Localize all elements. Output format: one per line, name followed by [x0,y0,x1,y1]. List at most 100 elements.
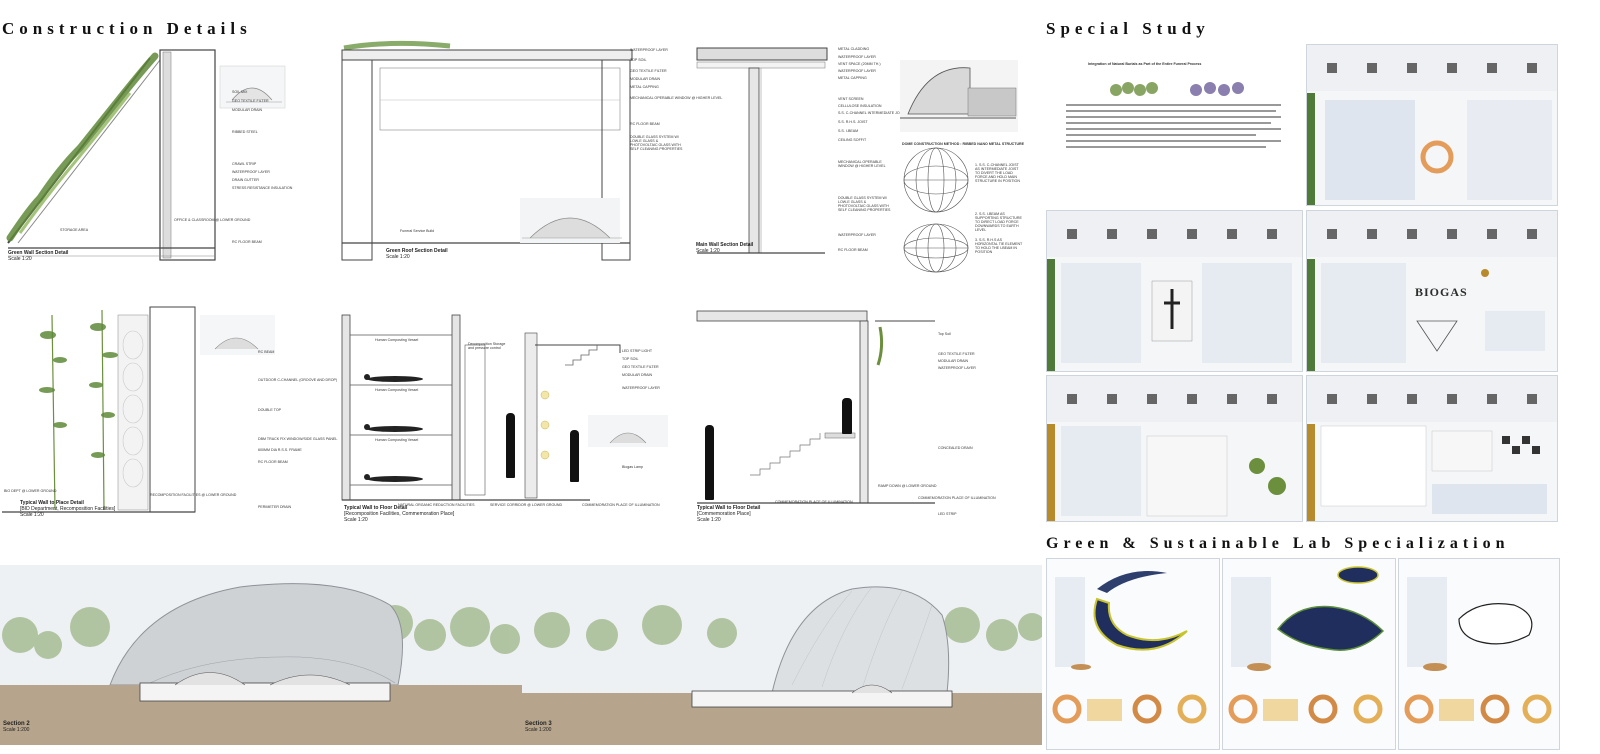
wall-to-floor-2-panel [695,305,1025,530]
wall-floor-2-subtitle: [Commemoration Place] [697,511,751,517]
wall-floor-2-label-5: CONCEALED DRAIN [938,446,973,450]
wall-place-scale: Scale 1:20 [20,512,44,518]
main-wall-label-6: VENT SCREEN [838,97,864,101]
main-wall-label-1: METAL CLADDING [838,47,870,51]
wall-floor-2-label-2: GEO TEXTILE FILTER [938,352,975,356]
board-side-strip [1047,259,1055,371]
wall-floor-2-area-3: COMMEMORATION PLACE OF ILLUMINATION [918,496,996,500]
wall-floor-2-title: Typical Wall to Floor Detail [697,505,761,511]
green-wall-label-5: CRAWL STRIP [232,162,257,166]
seated-person-silhouette [842,398,852,434]
green-wall-label-2: GEO TEXTILE FILTER [232,99,269,103]
green-wall-label-8: STRESS RESISTANCE INSULATION [232,186,293,190]
vessel-label-2: Human Composting Vessel [375,388,419,392]
dome-method: DOME CONSTRUCTION METHOD : RIBBED NANO M… [902,142,1025,146]
green-roof-label-5: METAL CAPPING [630,85,659,89]
lab-panel-1-graphics [1052,571,1207,724]
intro-board-title: Integration of Natural Burials as Part o… [1088,62,1202,66]
dome-note-1: 1. S.S. C-CHANNEL JOIST AS INTERMEDIATE … [975,163,1020,183]
wall-floor-2-label-4: WATERPROOF LAYER [938,366,976,370]
main-wall-detail-panel [695,38,895,268]
board-side-strip [1307,93,1315,205]
main-wall-label-13: DOUBLE GLASS SYSTEM W/ LOW-E GLASS & PHO… [838,196,891,212]
wall-floor-1-area-1: NATURAL ORGANIC REDUCTION FACILITIES [398,503,475,507]
board-side-strip [1307,259,1315,371]
green-roof-label-1: WATERPROOF LAYER [630,48,668,52]
section-2-panel [0,565,522,745]
green-wall-label-4: RIBBED STEEL [232,130,258,134]
process-header [1307,45,1557,91]
special-study-board-4: BIOGAS [1306,210,1558,372]
biogas-logo: BIOGAS [1415,285,1468,299]
wall-floor-2-area-1: COMMEMORATION PLACE OF ILLUMINATION [775,500,853,504]
process-header [1047,211,1302,257]
lab-panel-1 [1046,558,1220,750]
green-roof-label-4: MODULAR DRAIN [630,77,661,81]
board-side-strip [1307,424,1315,521]
wall-place-label-7: PERIMETER DRAIN [258,505,292,509]
green-roof-area: Funeral Service Build [400,229,435,233]
wall-floor-2-area-2: RAMP DOWN @ LOWER GROUND [878,484,937,488]
special-study-board-5 [1046,375,1303,522]
green-wall-title: Green Wall Section Detail [8,250,69,256]
board-5-graphics [1061,394,1286,517]
construction-details-heading: Construction Details [2,19,252,38]
wall-to-floor-1-panel [340,305,690,530]
wall-floor-2-label-6: LED STRIP [938,512,957,516]
wall-place-subtitle: [BID Department, Recomposition Facilitie… [20,506,116,512]
main-wall-drawing [696,47,828,254]
wall-place-area-2: RECOMPOSITION FACILITIES @ LOWER GROUND [150,493,237,497]
green-wall-drawing [6,49,286,261]
person-silhouette [705,425,714,500]
green-wall-label-3: MODULAR DRAIN [232,108,263,112]
board-3-graphics [1061,229,1292,363]
process-header [1307,376,1557,422]
process-header [1307,211,1557,257]
wall-floor-1-caption: Typical Wall to Floor Detail [Recomposit… [344,505,454,523]
wall-floor-1-label-1: LED STRIP LIGHT [622,349,653,353]
green-wall-area-2: OFFICE & CLASSROOM @ LOWER GROUND [174,218,251,222]
lab-panel-2 [1222,558,1396,750]
green-roof-title: Green Roof Section Detail [386,248,448,254]
wall-floor-1-label-3: GEO TEXTILE FILTER [622,365,659,369]
person-silhouette [506,413,515,478]
person-silhouette [570,430,579,482]
vessel-label-3: Human Composting Vessel [375,438,419,442]
board-6-graphics [1320,394,1547,514]
wall-place-label-6: RC FLOOR BEAM [258,460,288,464]
wall-to-place-drawing [2,306,275,513]
section-3-scale: Scale 1:200 [525,727,552,733]
wall-floor-1-title: Typical Wall to Floor Detail [344,505,408,511]
main-wall-label-14: WATERPROOF LAYER [838,233,876,237]
main-wall-label-3: VENT SPACE (20MM TH.) [838,62,881,66]
green-roof-label-3: GEO TEXTILE FILTER [630,69,667,73]
board-4-graphics [1321,229,1545,363]
main-wall-label-5: METAL CAPPING [838,76,867,80]
green-roof-caption: Green Roof Section Detail Scale 1:20 [386,248,448,260]
green-roof-label-7: RC FLOOR BEAM [630,122,660,126]
decomposition-box: Decomposition Storage and pressure contr… [468,342,506,350]
dome-note-3: 3. S.S. R.H.S AS HORIZONTAL TIE ELEMENT … [975,238,1023,254]
wall-floor-2-label-3: MODULAR DRAIN [938,359,969,363]
green-wall-area-1: STORAGE AREA [60,228,89,232]
main-wall-label-4: WATERPROOF LAYER [838,69,876,73]
section-2-caption: Section 2 Scale 1:200 [3,721,30,733]
dome-note-2: 2. S.S. I-BEAM AS SUPPORTING STRUCTURE T… [975,212,1022,232]
section-2-scale: Scale 1:200 [3,727,30,733]
wall-floor-2-label-1: Top Soil [938,332,951,336]
main-wall-title: Main Wall Section Detail [696,242,754,248]
biogas-lamp-label: Biogas Lamp [622,465,643,469]
wall-place-area-1: BIO DEPT @ LOWER GROUND [4,489,57,493]
wall-place-label-1: RC BEAM [258,350,275,354]
section-2-title: Section 2 [3,721,30,727]
wall-floor-2-scale: Scale 1:20 [697,517,721,523]
wall-place-label-2: OUTDOOR C-CHANNEL (GROOVE AND DROP) [258,378,338,382]
green-wall-label-6: WATERPROOF LAYER [232,170,270,174]
green-roof-label-2: TOP SOIL [630,58,647,62]
section-3-panel [522,565,1042,745]
special-study-board-6 [1306,375,1558,522]
section-2-drawing [0,565,522,745]
lab-specialization-heading: Green & Sustainable Lab Specialization [1046,535,1510,552]
main-wall-label-15: RC FLOOR BEAM [838,248,868,252]
wall-to-place-panel [0,305,340,530]
